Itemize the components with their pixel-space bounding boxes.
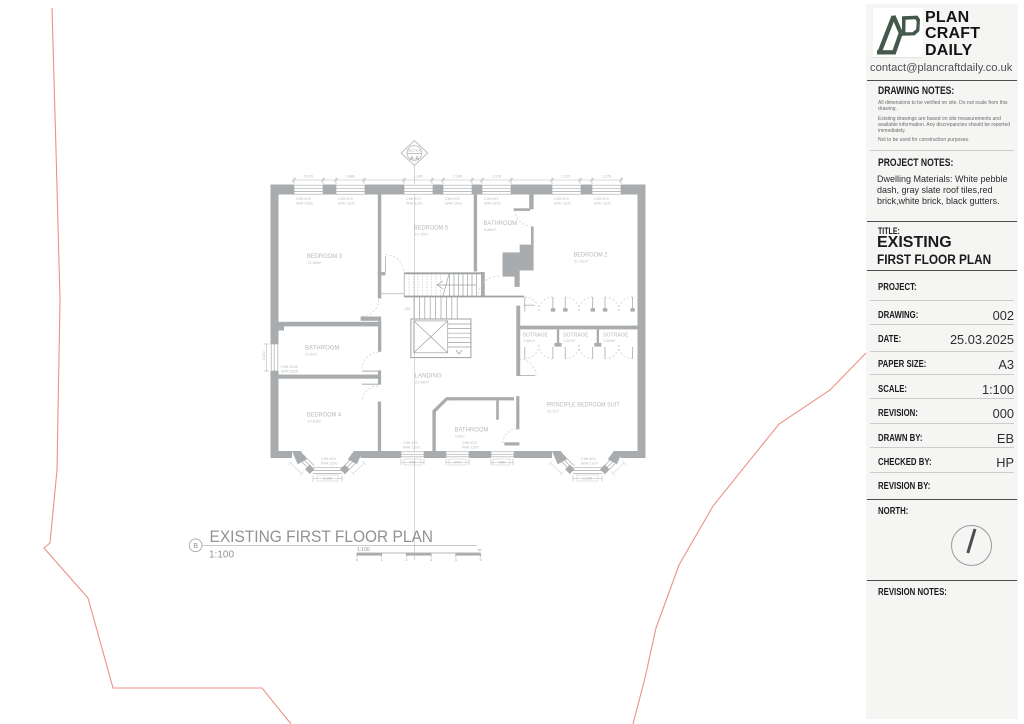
svg-text:1.145: 1.145 [414, 175, 423, 179]
svg-text:PRINCIPLE BEDROOM SUIT: PRINCIPLE BEDROOM SUIT [547, 402, 620, 409]
svg-text:4: 4 [455, 558, 457, 562]
svg-text:BEDROOM 3: BEDROOM 3 [307, 253, 343, 260]
svg-text:1.170: 1.170 [602, 175, 611, 179]
svg-text:8.05m²: 8.05m² [306, 353, 319, 357]
svg-text:B: B [193, 541, 198, 550]
svg-text:2.145: 2.145 [453, 175, 462, 179]
svg-text:2.480: 2.480 [346, 175, 355, 179]
svg-text:EXISTING FIRST FLOOR PLAN: EXISTING FIRST FLOOR PLAN [210, 528, 434, 546]
svg-text:BEDROOM 4: BEDROOM 4 [307, 412, 342, 419]
svg-text:LANDING: LANDING [415, 373, 442, 380]
svg-text:DN: DN [405, 307, 411, 311]
svg-text:1.170: 1.170 [492, 175, 501, 179]
svg-text:WHt 2025: WHt 2025 [281, 370, 298, 374]
svg-text:2.67m²: 2.67m² [564, 339, 577, 343]
svg-text:CiHt 870: CiHt 870 [296, 197, 311, 201]
svg-text:10.83m²: 10.83m² [308, 420, 323, 424]
svg-text:2.100: 2.100 [323, 477, 332, 481]
svg-text:WHt 1100: WHt 1100 [581, 461, 598, 465]
svg-text:870: 870 [410, 461, 416, 465]
svg-text:21.68m²: 21.68m² [308, 261, 323, 265]
svg-text:WHt 1100: WHt 1100 [462, 446, 479, 450]
svg-text:1:100: 1:100 [357, 547, 370, 553]
svg-text:m: m [478, 547, 482, 552]
svg-text:2: 2 [405, 558, 407, 562]
svg-text:BEDROOM 2: BEDROOM 2 [574, 252, 608, 259]
svg-text:6.88m²: 6.88m² [484, 228, 497, 232]
svg-text:0: 0 [356, 558, 358, 562]
svg-text:1: 1 [381, 558, 383, 562]
svg-text:SOTRAGE: SOTRAGE [523, 333, 549, 339]
svg-text:A-A: A-A [410, 156, 420, 162]
svg-text:960: 960 [499, 461, 505, 465]
svg-text:2.170: 2.170 [562, 175, 571, 179]
svg-text:CiHt 800: CiHt 800 [321, 457, 336, 461]
svg-text:SECTION: SECTION [408, 149, 421, 153]
svg-text:2.140: 2.140 [262, 352, 266, 361]
svg-text:BATHROOM: BATHROOM [455, 427, 489, 434]
svg-text:2.68m²: 2.68m² [604, 339, 617, 343]
svg-text:21.40m²: 21.40m² [574, 260, 589, 264]
svg-text:SOTRAGE: SOTRAGE [563, 333, 589, 339]
svg-text:2.100: 2.100 [583, 477, 592, 481]
svg-text:BATHROOM: BATHROOM [305, 345, 340, 352]
svg-text:CiHt 870: CiHt 870 [403, 441, 418, 445]
svg-text:3.170: 3.170 [304, 175, 313, 179]
svg-text:BATHROOM: BATHROOM [484, 220, 518, 227]
svg-text:CiHt 870: CiHt 870 [462, 441, 477, 445]
svg-text:5: 5 [479, 558, 481, 562]
svg-text:SOTRAGE: SOTRAGE [603, 333, 629, 339]
svg-text:23.58m²: 23.58m² [415, 381, 430, 385]
svg-text:WHt 1100: WHt 1100 [403, 446, 420, 450]
svg-text:16.75m²: 16.75m² [415, 233, 430, 237]
svg-text:WHt 1100: WHt 1100 [321, 461, 338, 465]
svg-text:CiHt 800: CiHt 800 [581, 457, 596, 461]
svg-text:2.68m²: 2.68m² [523, 339, 536, 343]
svg-text:3: 3 [430, 558, 432, 562]
svg-text:BEDROOM 5: BEDROOM 5 [414, 225, 449, 232]
svg-text:1:100: 1:100 [209, 550, 234, 561]
svg-text:5.6m²: 5.6m² [455, 435, 465, 439]
svg-text:WHt 1100: WHt 1100 [296, 202, 313, 206]
svg-text:870: 870 [455, 461, 461, 465]
svg-text:22.2m²: 22.2m² [547, 410, 560, 414]
svg-text:CiHt 1000: CiHt 1000 [281, 365, 298, 369]
